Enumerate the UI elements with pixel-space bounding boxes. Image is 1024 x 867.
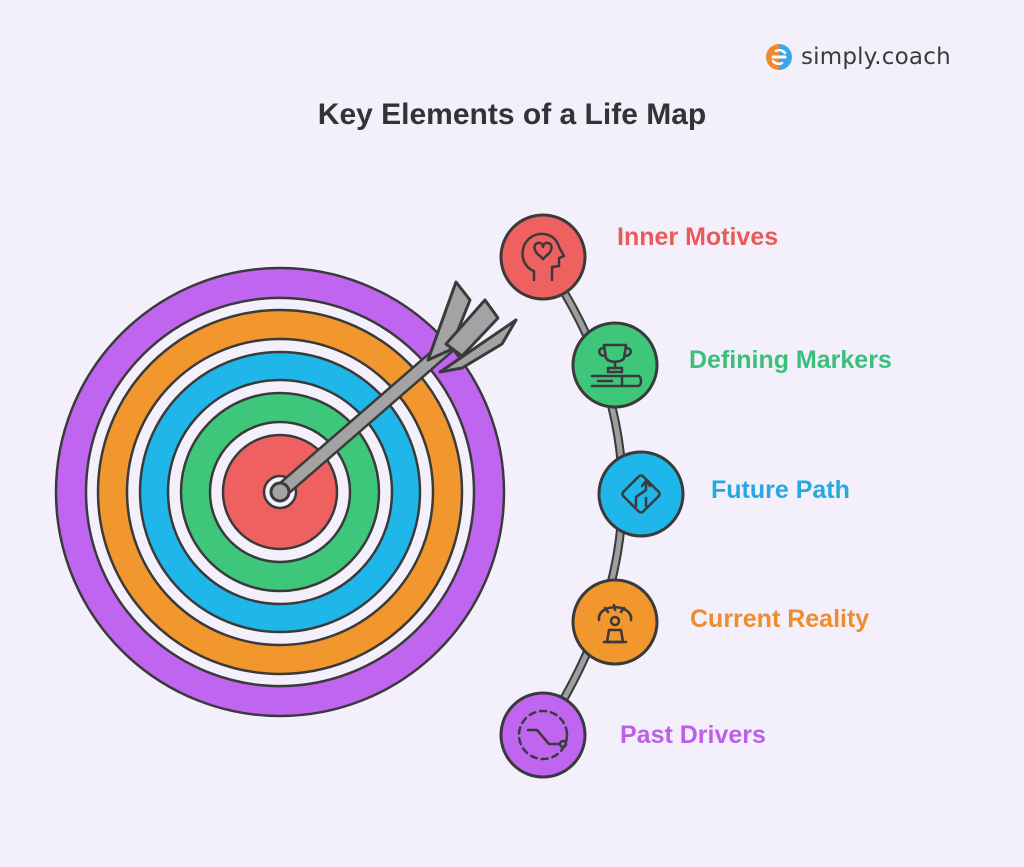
label-past-drivers: Past Drivers xyxy=(620,721,766,749)
element-node-past-drivers xyxy=(499,691,587,779)
ring-2 xyxy=(96,308,464,676)
past-timeline-icon xyxy=(517,709,569,761)
ring-3 xyxy=(138,350,422,634)
element-node-defining-markers xyxy=(571,321,659,409)
label-defining-markers: Defining Markers xyxy=(689,346,892,374)
element-node-future-path xyxy=(597,450,685,538)
trophy-icon xyxy=(590,343,643,388)
label-future-path: Future Path xyxy=(711,476,850,504)
brand-logo: simply.coach xyxy=(764,40,951,74)
meditating-person-icon xyxy=(597,603,633,644)
element-node-inner-motives xyxy=(499,213,587,301)
element-node-current-reality xyxy=(571,578,659,666)
arrow xyxy=(269,280,518,503)
label-inner-motives: Inner Motives xyxy=(617,223,779,251)
page-title: Key Elements of a Life Map xyxy=(317,98,707,131)
simply-coach-logo-icon xyxy=(766,44,792,70)
ring-outer xyxy=(54,266,506,718)
brand-name: simply.coach xyxy=(801,44,951,70)
road-sign-icon xyxy=(621,474,661,514)
head-heart-icon xyxy=(521,232,566,282)
label-current-reality: Current Reality xyxy=(690,605,870,633)
